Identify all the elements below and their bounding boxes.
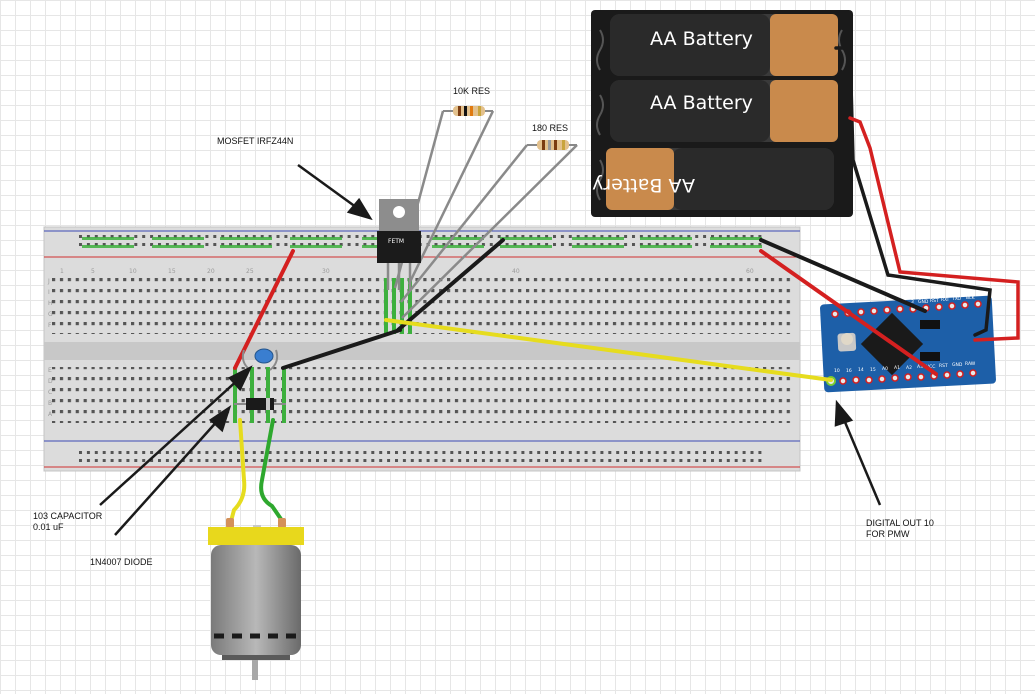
pin-label-a0: A0 xyxy=(882,366,888,372)
battery-3-label: AA Battery xyxy=(592,174,695,196)
row-letter-b: B xyxy=(48,400,52,407)
pin-label-a1: A1 xyxy=(894,365,900,371)
row-letter-d: D xyxy=(48,378,53,385)
pin-label-gnd: GND xyxy=(918,299,929,305)
label-capacitor-line1: 103 CAPACITOR xyxy=(33,511,103,521)
col-number-5: 5 xyxy=(91,268,95,275)
col-number-40: 40 xyxy=(512,268,520,275)
wire-yellow-motor xyxy=(228,418,247,527)
wire-black-drain xyxy=(281,328,402,370)
label-digital-out: DIGITAL OUT 10 FOR PMW xyxy=(866,518,934,540)
wire-green-motor xyxy=(259,418,285,524)
wire-black-rail xyxy=(396,238,505,332)
pin-label-rst-bottom: RST xyxy=(939,363,948,369)
breadboard: J I H G F E D C B A 1 5 10 15 20 25 30 4… xyxy=(43,226,801,472)
wires xyxy=(228,46,1020,527)
mosfet: FETM xyxy=(377,199,421,290)
pin-label-15: 15 xyxy=(870,367,876,373)
col-number-30: 30 xyxy=(322,268,330,275)
diode xyxy=(234,398,286,410)
pin-label-gnd-bottom: GND xyxy=(952,362,963,368)
row-letter-f: F xyxy=(48,322,52,329)
wire-red-vcc xyxy=(759,249,938,376)
battery-2: AA Battery xyxy=(610,80,838,142)
wire-yellow-pwm xyxy=(384,318,833,382)
col-number-10: 10 xyxy=(129,268,137,275)
col-number-25: 25 xyxy=(246,268,254,275)
pin-label-a3: A3 xyxy=(917,364,923,370)
battery-1-label: AA Battery xyxy=(650,28,753,50)
resistor-10k xyxy=(443,106,493,116)
row-letter-h: H xyxy=(48,300,53,307)
arduino-board: 2 3 GND RST RXI TXO BLK 10 16 14 15 A0 A… xyxy=(820,295,996,393)
pin-label-16: 16 xyxy=(846,368,852,374)
pin-label-raw: RAW xyxy=(965,361,976,367)
col-number-15: 15 xyxy=(168,268,176,275)
arduino-pins-bottom xyxy=(839,369,977,385)
row-letter-c: C xyxy=(48,389,52,396)
label-digital-out-line1: DIGITAL OUT 10 xyxy=(866,518,934,528)
pin-label-blk: BLK xyxy=(966,295,976,301)
label-diode: 1N4007 DIODE xyxy=(90,557,153,567)
col-number-1: 1 xyxy=(60,268,64,275)
pin-label-vcc: VCC xyxy=(926,364,935,370)
col-number-20: 20 xyxy=(207,268,215,275)
resistor-180 xyxy=(527,140,577,150)
label-mosfet: MOSFET IRFZ44N xyxy=(217,136,294,146)
pin-label-10: 10 xyxy=(834,368,840,374)
pin-label-txo: TXO xyxy=(951,296,962,302)
row-letter-e: E xyxy=(48,367,52,374)
pin-label-a2: A2 xyxy=(906,365,912,371)
wire-red-battery xyxy=(848,116,1020,342)
row-letter-a: A xyxy=(48,411,53,418)
wire-black-battery xyxy=(834,46,992,337)
wire-black-gnd xyxy=(759,238,927,313)
mosfet-marking: FETM xyxy=(388,238,404,245)
col-number-60: 60 xyxy=(746,268,754,275)
pin-label-14: 14 xyxy=(858,367,864,373)
row-letter-i: I xyxy=(48,289,50,296)
row-letter-j: J xyxy=(47,278,50,285)
wire-red-capacitor xyxy=(233,249,295,370)
battery-pack: AA Battery AA Battery AA Battery xyxy=(591,10,853,217)
row-letter-g: G xyxy=(48,311,53,318)
battery-3: AA Battery xyxy=(592,148,834,210)
annotation-arrows xyxy=(99,163,882,536)
pin-label-rxi: RXI xyxy=(941,297,949,303)
label-digital-out-line2: FOR PMW xyxy=(866,529,910,539)
label-resistor-180: 180 RES xyxy=(532,123,569,133)
label-resistor-10k: 10K RES xyxy=(453,86,491,96)
label-capacitor-line2: 0.01 uF xyxy=(33,522,64,532)
battery-2-label: AA Battery xyxy=(650,92,753,114)
dc-motor xyxy=(208,518,304,680)
pin-label-rst: RST xyxy=(930,298,939,304)
label-capacitor: 103 CAPACITOR 0.01 uF xyxy=(33,511,102,533)
pin-label-3: 3 xyxy=(911,299,914,305)
battery-1: AA Battery xyxy=(610,14,838,76)
